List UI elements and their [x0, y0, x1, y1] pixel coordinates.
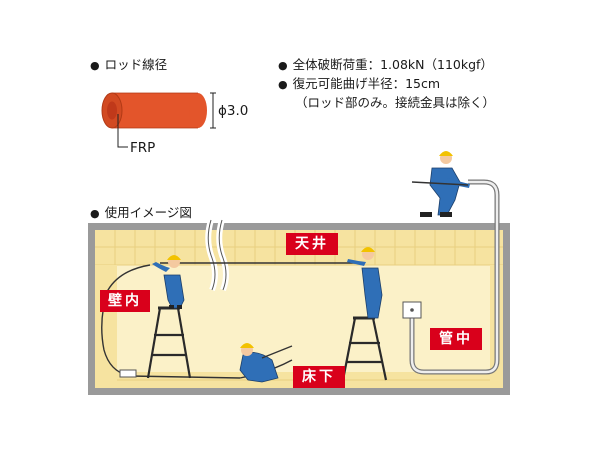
label-ceiling: 天井: [286, 233, 338, 255]
label-wall: 壁内: [100, 290, 150, 312]
floor-outlet: [119, 369, 137, 378]
worker-top: [411, 151, 470, 217]
ladder-right: [341, 316, 388, 381]
worker-left-ladder: [152, 255, 185, 309]
label-floor: 床下: [293, 366, 345, 388]
rod-paths: [101, 179, 500, 379]
worker-right-ladder: [347, 247, 383, 319]
rod-diameter: ϕ3.0: [218, 103, 249, 119]
rod-illustration: [101, 92, 216, 148]
usage-heading: 使用イメージ図: [90, 205, 192, 222]
spec-bend-radius: 復元可能曲げ半径：15cm: [278, 76, 440, 93]
label-pipe: 管中: [430, 328, 482, 350]
spec-breaking-load: 全体破断荷重：1.08kN（110kgf）: [278, 57, 493, 74]
rod-heading: ロッド線径: [90, 57, 168, 74]
spec-note: （ロッド部のみ。接続金具は除く）: [295, 95, 496, 110]
worker-floor: [239, 343, 293, 383]
ladder-left: [146, 306, 192, 379]
rod-core-label: FRP: [130, 140, 156, 156]
